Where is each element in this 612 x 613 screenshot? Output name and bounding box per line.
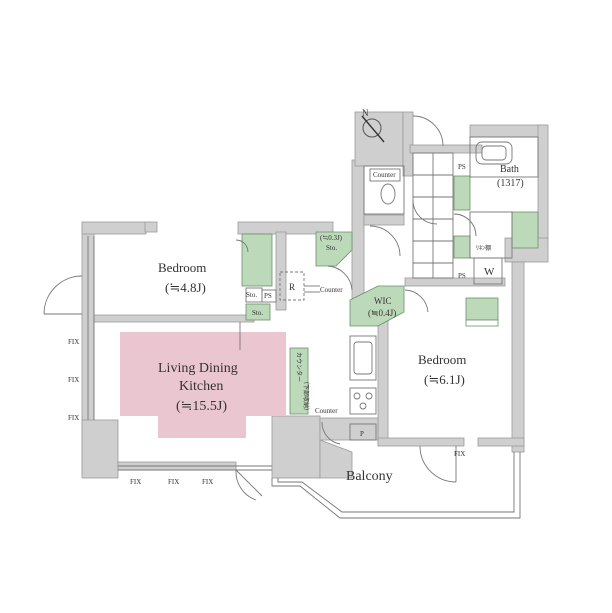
ldk-label-line2: Kitchen [179,379,223,394]
wic-label: WIC [374,296,392,306]
sto-small-label: Sto. [326,244,337,252]
sto-a-label: Sto. [246,291,257,299]
sto-small-size: (≒0.3J) [320,234,343,242]
fix-bottom-3: FIX [202,478,213,486]
north-label: N [362,108,369,118]
sto-b-label: Sto. [252,309,263,317]
fix-balcony: FIX [454,450,465,458]
bedroom2-label: Bedroom [418,352,466,367]
north-arrow-icon [361,115,385,143]
linen-label: ﾘﾈﾝ棚 [476,244,491,252]
counter-bottom-label: Counter [315,407,338,415]
ps-mid-label: PS [458,272,466,280]
ldk-highlight [120,332,286,438]
counter-mid-label: Counter [320,286,343,294]
bedroom2-size: (≒6.1J) [424,372,465,387]
p-label: P [360,430,364,438]
fix-left-1: FIX [68,338,79,346]
interior-lines [43,115,539,519]
bedroom1-label: Bedroom [158,260,206,275]
ps-bedroom-label: PS [264,292,272,300]
storage-blocks [241,175,539,415]
balcony-label: Balcony [346,469,393,484]
counter-top-label: Counter [373,171,396,179]
fix-bottom-1: FIX [130,478,141,486]
bath-size: (1317) [497,178,524,189]
bath-label: Bath [500,164,519,175]
w-label: W [484,266,495,278]
counter-kanji-2: （下部収納） [302,378,310,414]
counter-kanji-1: カウンター [295,352,303,382]
fix-bottom-2: FIX [168,478,179,486]
ldk-label-line1: Living Dining [158,361,238,376]
wic-size: (≒0.4J) [368,308,396,318]
r-label: R [289,282,295,292]
fix-left-3: FIX [68,414,79,422]
bedroom1-size: (≒4.8J) [165,280,206,295]
ldk-size: (≒15.5J) [176,399,227,414]
walls [81,111,549,479]
ps-top-label: PS [458,163,466,171]
fix-left-2: FIX [68,376,79,384]
